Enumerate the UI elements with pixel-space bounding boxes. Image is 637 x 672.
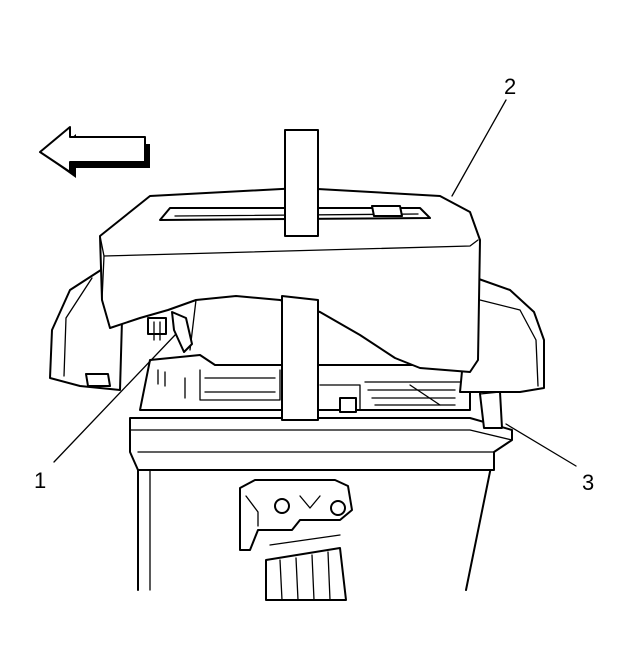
release-lever [147,311,193,353]
callout-leader-1 [53,333,177,463]
console-housing [129,417,513,591]
callout-leader-2 [451,99,507,197]
callout-label-1: 1 [34,468,46,493]
callout-label-3: 3 [582,470,594,495]
callout-leader-3 [505,423,577,467]
cover-right-skirt [459,277,545,393]
shift-lever [281,129,319,421]
shift-linkage-bracket [239,479,353,601]
left-arrow-icon [39,126,150,178]
callout-label-2: 2 [504,74,516,99]
